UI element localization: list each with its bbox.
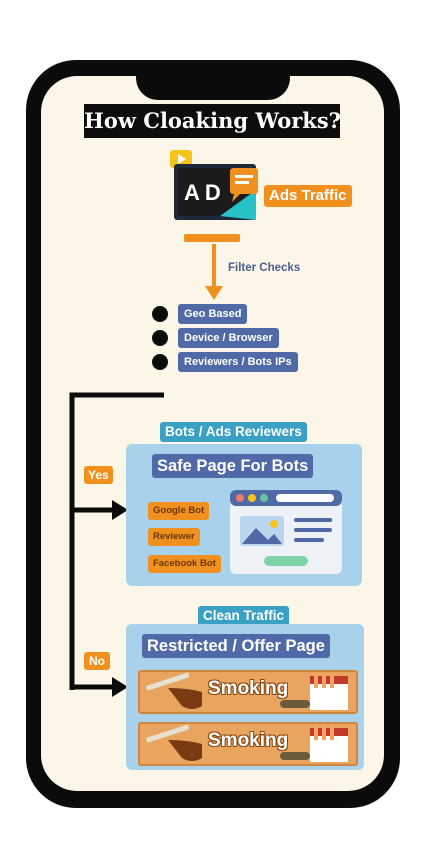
check-label: Device / Browser <box>178 328 279 348</box>
bullet-dot <box>152 330 168 346</box>
bot-item-facebook: Facebook Bot <box>148 555 221 573</box>
bots-section-header: Bots / Ads Reviewers <box>160 422 307 442</box>
phone-notch <box>136 74 290 100</box>
bullet-dot <box>152 306 168 322</box>
smoking-banner-label: Smoking <box>208 678 289 699</box>
filter-checks-label: Filter Checks <box>228 262 301 274</box>
safe-page-title: Safe Page For Bots <box>152 454 314 478</box>
restricted-page-title: Restricted / Offer Page <box>142 634 330 658</box>
bot-item-google: Google Bot <box>148 502 210 520</box>
smoking-banner: Smoking <box>138 670 358 714</box>
check-label: Geo Based <box>178 304 248 324</box>
bot-item-reviewer: Reviewer <box>148 528 200 546</box>
smoking-banner-label: Smoking <box>208 730 289 751</box>
ad-monitor-icon <box>170 150 260 242</box>
ads-traffic-label: Ads Traffic <box>264 185 352 207</box>
down-arrow-icon <box>203 244 225 302</box>
check-label: Reviewers / Bots IPs <box>178 352 298 372</box>
ad-icon-text: AD <box>184 180 226 205</box>
smoking-banner: Smoking <box>138 722 358 766</box>
yes-label: Yes <box>84 466 113 484</box>
bullet-dot <box>152 354 168 370</box>
browser-window-icon <box>230 490 342 574</box>
page-title: How Cloaking Works? <box>84 104 341 138</box>
flow-connector-lines <box>64 390 164 700</box>
clean-traffic-header: Clean Traffic <box>198 606 290 626</box>
no-label: No <box>84 652 110 670</box>
